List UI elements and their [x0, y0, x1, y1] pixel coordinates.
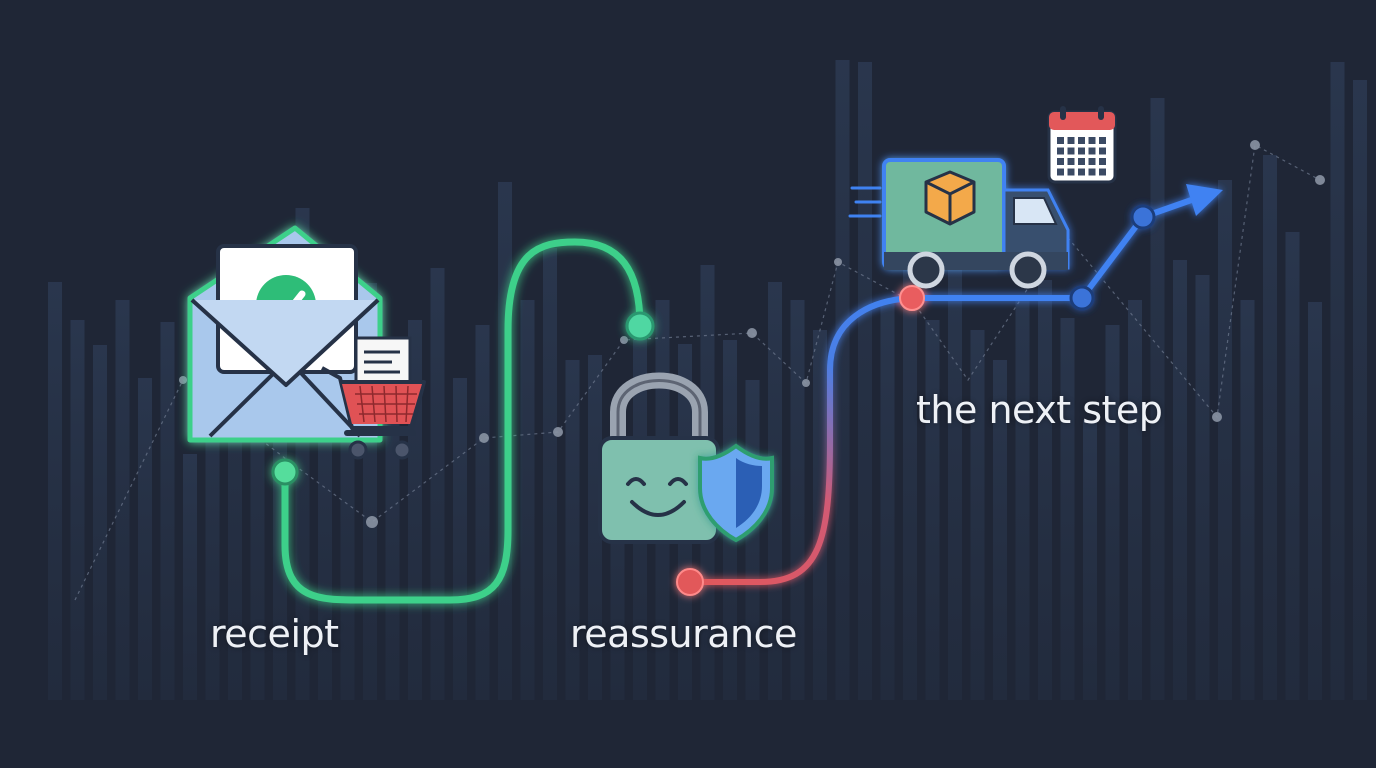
- background-bar: [93, 345, 107, 700]
- background-bar: [565, 360, 580, 700]
- background-bar: [858, 62, 872, 700]
- background-bar: [160, 322, 175, 700]
- background-bar: [970, 330, 985, 700]
- calendar-day-cell: [1067, 158, 1075, 165]
- calendar-day-cell: [1088, 147, 1096, 155]
- background-bar: [1353, 80, 1367, 700]
- background-bar: [588, 355, 602, 700]
- background-bar: [1263, 155, 1277, 700]
- background-bar: [813, 330, 827, 700]
- calendar-day-cell: [1067, 168, 1075, 176]
- background-bar: [430, 268, 445, 700]
- background-bar: [1060, 318, 1075, 700]
- calendar-day-cell: [1078, 158, 1085, 165]
- calendar-day-cell: [1088, 168, 1096, 176]
- background-bar: [880, 300, 895, 700]
- background-bar: [1173, 260, 1187, 700]
- receipt-connector-path: [271, 238, 655, 604]
- calendar-day-cell: [1057, 168, 1064, 176]
- background-bar: [1015, 300, 1030, 700]
- background-bar: [1240, 300, 1255, 700]
- calendar-day-cell: [1099, 147, 1106, 155]
- step-label-next-step: the next step: [916, 388, 1163, 432]
- background-trend-line: [74, 140, 1325, 601]
- background-bar: [1038, 280, 1052, 700]
- step-label-reassurance: reassurance: [570, 612, 797, 656]
- background-bar: [138, 378, 152, 700]
- calendar-day-cell: [1057, 158, 1064, 165]
- background-bar: [453, 378, 467, 700]
- calendar-day-cell: [1067, 147, 1075, 155]
- background-bar: [520, 300, 535, 700]
- background-bar: [273, 370, 287, 700]
- background-bar: [1083, 420, 1097, 700]
- calendar-day-cell: [1099, 137, 1106, 144]
- delivery-truck-calendar-icon: [848, 106, 1117, 289]
- reassurance-connector-path: [676, 184, 1223, 596]
- background-bar: [1150, 98, 1165, 700]
- background-bar: [115, 300, 130, 700]
- smiling-padlock-shield-icon: [598, 372, 774, 544]
- background-bar: [1195, 275, 1210, 700]
- calendar-day-cell: [1057, 147, 1064, 155]
- background-bar: [835, 60, 850, 700]
- calendar-day-cell: [1099, 168, 1106, 176]
- background-bar: [993, 360, 1007, 700]
- envelope-check-cart-icon: [187, 225, 426, 460]
- background-bar: [1128, 300, 1142, 700]
- background-bar: [925, 320, 940, 700]
- background-bar: [48, 282, 62, 700]
- background-bar: [543, 248, 557, 700]
- background-bar: [70, 320, 85, 700]
- calendar-day-cell: [1078, 137, 1085, 144]
- background-bar: [1330, 62, 1345, 700]
- calendar-day-cell: [1099, 158, 1106, 165]
- step-label-receipt: receipt: [210, 612, 339, 656]
- background-bar: [183, 454, 197, 700]
- calendar-day-cell: [1078, 168, 1085, 176]
- background-bar: [948, 262, 962, 700]
- background-bar: [903, 250, 917, 700]
- calendar-day-cell: [1088, 158, 1096, 165]
- background-bar: [1308, 302, 1322, 700]
- background-bar: [1218, 180, 1232, 700]
- calendar-day-cell: [1057, 137, 1064, 144]
- background-bar: [475, 325, 490, 700]
- calendar-day-cell: [1078, 147, 1085, 155]
- calendar-day-cell: [1067, 137, 1075, 144]
- background-bar: [1105, 325, 1120, 700]
- background-bar: [205, 362, 220, 700]
- background-bar: [1285, 232, 1300, 700]
- background-bar: [790, 300, 805, 700]
- background-bar: [768, 282, 782, 700]
- calendar-day-cell: [1088, 137, 1096, 144]
